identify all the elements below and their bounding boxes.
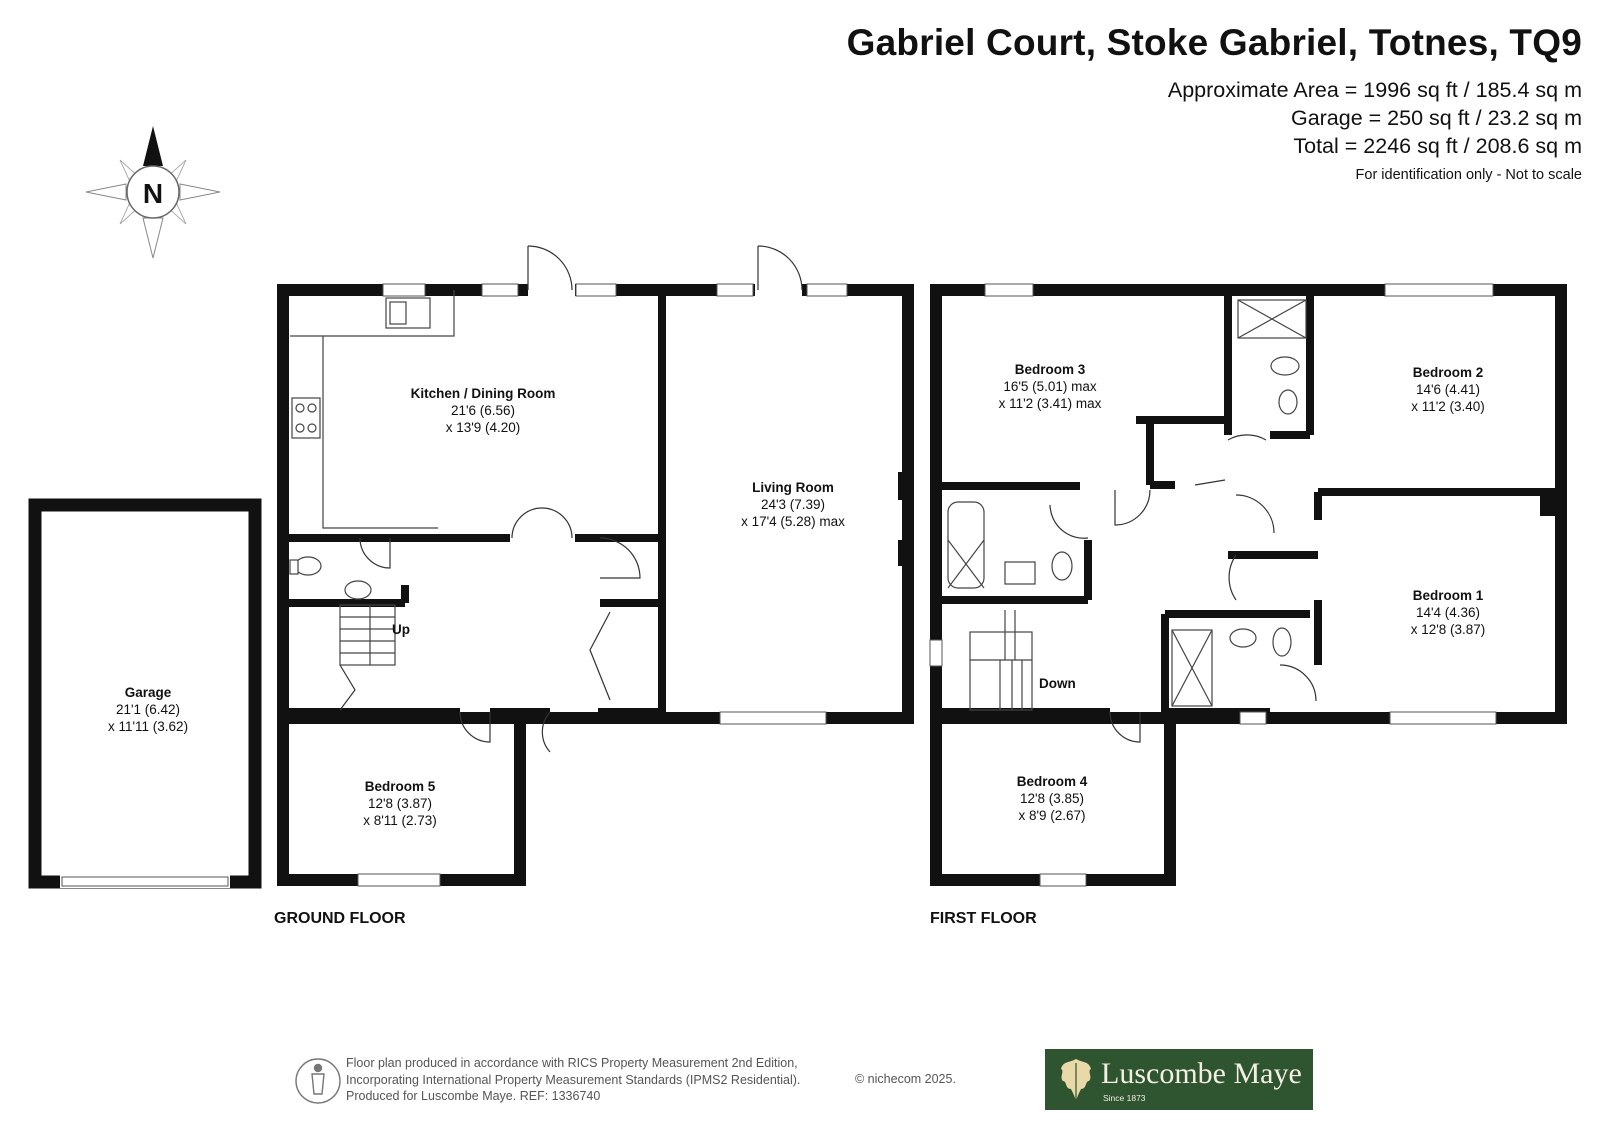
svg-text:x 13'9 (4.20): x 13'9 (4.20) <box>446 420 521 435</box>
stairs-down-label: Down <box>1039 676 1076 691</box>
room-label-living: Living Room 24'3 (7.39) x 17'4 (5.28) ma… <box>741 480 845 529</box>
svg-text:Bedroom 1: Bedroom 1 <box>1413 588 1484 603</box>
svg-text:12'8 (3.87): 12'8 (3.87) <box>368 796 432 811</box>
toilet-icon <box>1051 551 1073 581</box>
room-label-garage: Garage 21'1 (6.42) x 11'11 (3.62) <box>108 685 188 734</box>
first-floor-doors <box>1049 434 1317 743</box>
person-icon <box>295 1058 341 1104</box>
toilet-icon <box>1272 627 1292 657</box>
room-label-bedroom2: Bedroom 2 14'6 (4.41) x 11'2 (3.40) <box>1411 365 1485 414</box>
svg-text:21'6 (6.56): 21'6 (6.56) <box>451 403 515 418</box>
hob-icon <box>291 397 321 439</box>
first-floor-windows <box>929 283 1497 887</box>
stairs-down-icon <box>969 631 1033 711</box>
compass-label: N <box>143 178 163 209</box>
svg-text:12'8 (3.85): 12'8 (3.85) <box>1020 791 1084 806</box>
svg-text:x 17'4 (5.28) max: x 17'4 (5.28) max <box>741 514 845 529</box>
svg-text:Living Room: Living Room <box>752 480 834 495</box>
garage-area: Garage = 250 sq ft / 23.2 sq m <box>1290 106 1582 130</box>
toilet-icon <box>294 556 322 576</box>
garage-outline <box>28 498 262 889</box>
page-title: Gabriel Court, Stoke Gabriel, Totnes, TQ… <box>846 22 1582 63</box>
stairs-up-label: Up <box>392 622 410 637</box>
basin-icon <box>1004 561 1036 585</box>
svg-text:x 11'11 (3.62): x 11'11 (3.62) <box>108 719 188 734</box>
approximate-area: Approximate Area = 1996 sq ft / 185.4 sq… <box>1167 78 1582 102</box>
svg-text:14'4 (4.36): 14'4 (4.36) <box>1416 605 1480 620</box>
svg-text:Bedroom 4: Bedroom 4 <box>1017 774 1088 789</box>
basin-icon <box>1229 628 1257 648</box>
svg-text:Bedroom 5: Bedroom 5 <box>365 779 436 794</box>
room-label-bedroom3: Bedroom 3 16'5 (5.01) max x 11'2 (3.41) … <box>999 362 1102 411</box>
basin-icon <box>1278 389 1298 415</box>
room-label-kitchen: Kitchen / Dining Room 21'6 (6.56) x 13'9… <box>411 386 556 435</box>
svg-text:x 11'2 (3.40): x 11'2 (3.40) <box>1411 399 1485 414</box>
footer-line-3: Produced for Luscombe Maye. REF: 1336740 <box>346 1089 601 1103</box>
oak-leaf-icon <box>1061 1059 1091 1103</box>
first-floor-fixtures <box>947 299 1307 711</box>
copyright-notice: © nichecom 2025. <box>855 1072 956 1086</box>
svg-text:Bedroom 2: Bedroom 2 <box>1413 365 1484 380</box>
scale-disclaimer: For identification only - Not to scale <box>1355 167 1582 183</box>
svg-text:16'5 (5.01) max: 16'5 (5.01) max <box>1003 379 1097 394</box>
brand-logo: Luscombe Maye Since 1873 <box>1045 1049 1313 1110</box>
footer-notes: Floor plan produced in accordance with R… <box>346 1055 800 1105</box>
total-area: Total = 2246 sq ft / 208.6 sq m <box>1293 134 1582 158</box>
first-floor-label: FIRST FLOOR <box>930 910 1037 927</box>
footer-line-2: Incorporating International Property Mea… <box>346 1072 801 1087</box>
svg-text:x 11'2 (3.41) max: x 11'2 (3.41) max <box>999 396 1102 411</box>
ground-floor-label: GROUND FLOOR <box>274 910 406 927</box>
svg-text:x 8'11 (2.73): x 8'11 (2.73) <box>363 813 437 828</box>
ground-floor-fixtures <box>289 290 455 666</box>
basin-icon <box>344 580 372 600</box>
room-label-bedroom5: Bedroom 5 12'8 (3.87) x 8'11 (2.73) <box>363 779 437 828</box>
room-label-bedroom1: Bedroom 1 14'4 (4.36) x 12'8 (3.87) <box>1411 588 1486 637</box>
bath-icon <box>947 501 985 589</box>
svg-text:14'6 (4.41): 14'6 (4.41) <box>1416 382 1480 397</box>
svg-text:Bedroom 3: Bedroom 3 <box>1015 362 1086 377</box>
svg-text:x 12'8 (3.87): x 12'8 (3.87) <box>1411 622 1486 637</box>
svg-text:Kitchen / Dining Room: Kitchen / Dining Room <box>411 386 556 401</box>
compass-icon: N <box>85 126 221 259</box>
stairs-up-icon <box>339 604 396 666</box>
brand-name: Luscombe Maye <box>1101 1057 1302 1090</box>
svg-text:Garage: Garage <box>125 685 172 700</box>
svg-text:21'1 (6.42): 21'1 (6.42) <box>116 702 180 717</box>
svg-text:24'3 (7.39): 24'3 (7.39) <box>761 497 825 512</box>
room-label-bedroom4: Bedroom 4 12'8 (3.85) x 8'9 (2.67) <box>1017 774 1088 823</box>
footer-line-1: Floor plan produced in accordance with R… <box>346 1056 798 1070</box>
toilet-icon <box>1270 356 1300 376</box>
ground-floor-doors <box>339 245 803 753</box>
brand-since: Since 1873 <box>1103 1093 1146 1103</box>
svg-text:x 8'9 (2.67): x 8'9 (2.67) <box>1018 808 1085 823</box>
ground-floor-windows <box>357 283 848 887</box>
